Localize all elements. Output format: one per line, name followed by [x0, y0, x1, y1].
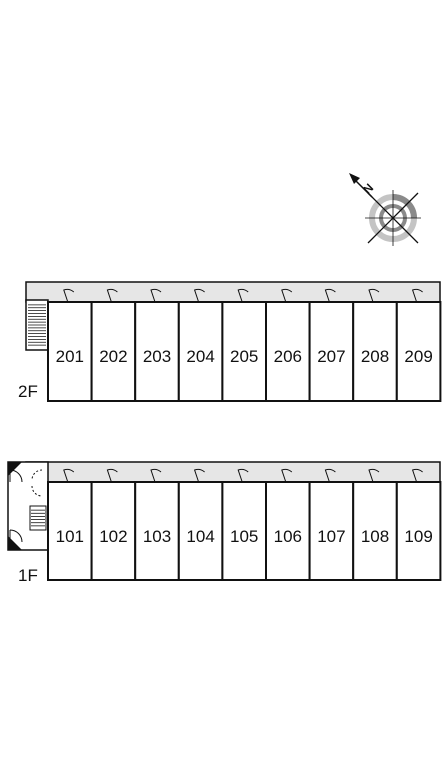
unit-number: 107 [317, 527, 345, 546]
door-icon [150, 288, 162, 303]
unit-203: 203 [134, 288, 180, 402]
floor-2f: 201 202 203 204 205 206 207 208 209 2F [18, 281, 442, 402]
unit-number: 202 [99, 347, 127, 366]
unit-108: 108 [352, 468, 398, 581]
door-icon [63, 288, 75, 303]
unit-number: 102 [99, 527, 127, 546]
unit-201: 201 [47, 288, 93, 402]
unit-109: 109 [395, 468, 442, 581]
staircase-1f [29, 505, 47, 531]
unit-number: 103 [143, 527, 171, 546]
door-icon [281, 288, 293, 303]
unit-number: 207 [317, 347, 345, 366]
door-swing-1f-dashed [31, 469, 43, 481]
north-arrow-icon [349, 173, 360, 184]
door-icon [106, 468, 118, 483]
unit-102: 102 [90, 468, 137, 581]
door-icon [63, 468, 75, 483]
unit-number: 108 [361, 527, 389, 546]
unit-outline [90, 481, 137, 581]
stair-treads [28, 304, 46, 346]
door-icon [281, 468, 293, 483]
door-icon [368, 468, 380, 483]
unit-outline [395, 301, 442, 402]
door-icon [237, 288, 249, 303]
unit-number: 208 [361, 347, 389, 366]
door-icon [368, 288, 380, 303]
corridor-2f [25, 281, 441, 303]
unit-outline [221, 481, 267, 581]
door-icon [411, 288, 423, 303]
unit-103: 103 [134, 468, 180, 581]
unit-outline [134, 481, 180, 581]
unit-number: 203 [143, 347, 171, 366]
unit-207: 207 [308, 288, 355, 402]
unit-number: 105 [230, 527, 258, 546]
unit-202: 202 [90, 288, 137, 402]
units-2f: 201 202 203 204 205 206 207 208 209 [47, 288, 442, 402]
door-icon [411, 468, 423, 483]
stair-treads [31, 509, 45, 527]
door-icon [193, 288, 205, 303]
floor-label-2f: 2F [18, 382, 38, 401]
pillar-top [8, 462, 22, 476]
door-icon [150, 468, 162, 483]
door-icon [237, 468, 249, 483]
unit-outline [177, 481, 224, 581]
unit-number: 104 [186, 527, 214, 546]
unit-number: 209 [404, 347, 432, 366]
unit-106: 106 [265, 468, 311, 581]
unit-outline [134, 301, 180, 402]
unit-outline [90, 301, 137, 402]
unit-number: 205 [230, 347, 258, 366]
unit-number: 201 [56, 347, 84, 366]
door-icon [324, 468, 336, 483]
unit-105: 105 [221, 468, 267, 581]
unit-outline [395, 481, 442, 581]
unit-206: 206 [265, 288, 311, 402]
unit-outline [308, 301, 355, 402]
entrance-door-top-icon [9, 469, 23, 483]
north-label: N [360, 181, 376, 197]
door-icon [193, 468, 205, 483]
unit-number: 101 [56, 527, 84, 546]
unit-107: 107 [308, 468, 355, 581]
unit-101: 101 [47, 468, 93, 581]
floor-label-1f: 1F [18, 566, 38, 585]
floor-1f: 101 102 103 104 105 106 107 108 109 1F [7, 461, 442, 585]
door-swing-1f-dashed-2 [31, 485, 43, 497]
unit-number: 109 [404, 527, 432, 546]
unit-number: 106 [274, 527, 302, 546]
door-icon [106, 288, 118, 303]
entrance-door-bottom-icon [9, 529, 23, 543]
unit-104: 104 [177, 468, 224, 581]
units-1f: 101 102 103 104 105 106 107 108 109 [47, 468, 442, 581]
corridor-1f [25, 461, 441, 483]
unit-outline [47, 301, 93, 402]
unit-208: 208 [352, 288, 398, 402]
unit-outline [308, 481, 355, 581]
door-icon [324, 288, 336, 303]
pillar-bottom [8, 536, 22, 550]
unit-number: 206 [274, 347, 302, 366]
compass: N [349, 173, 421, 246]
unit-205: 205 [221, 288, 267, 402]
unit-outline [47, 481, 93, 581]
unit-204: 204 [177, 288, 224, 402]
unit-number: 204 [186, 347, 214, 366]
unit-209: 209 [395, 288, 442, 402]
